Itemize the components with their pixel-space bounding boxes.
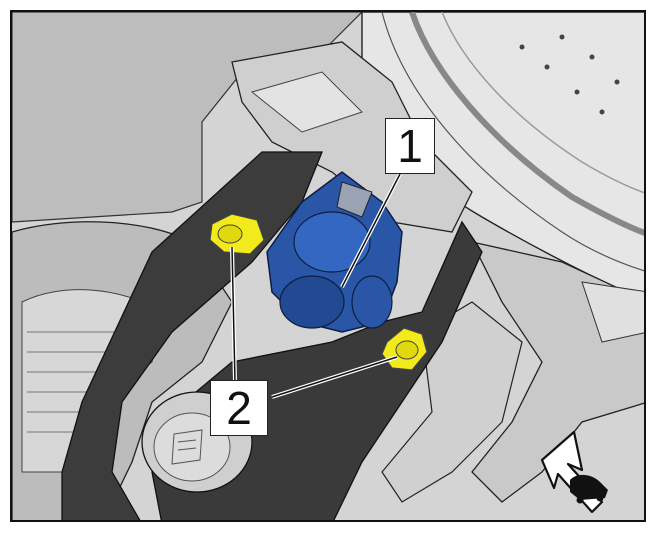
brake-disc <box>361 12 644 302</box>
carrier-face <box>250 71 363 133</box>
illustration-area <box>10 10 646 522</box>
callout-1: 1 <box>385 118 435 174</box>
suspension-links <box>381 241 644 503</box>
callout-2: 2 <box>210 380 268 436</box>
technical-illustration <box>12 12 644 520</box>
leader-lines-dark <box>231 173 401 398</box>
arm-marking <box>171 429 203 465</box>
bushing <box>266 171 403 333</box>
vehicle-direction-arrow-icon <box>540 430 608 514</box>
bolt-upper <box>209 213 265 255</box>
